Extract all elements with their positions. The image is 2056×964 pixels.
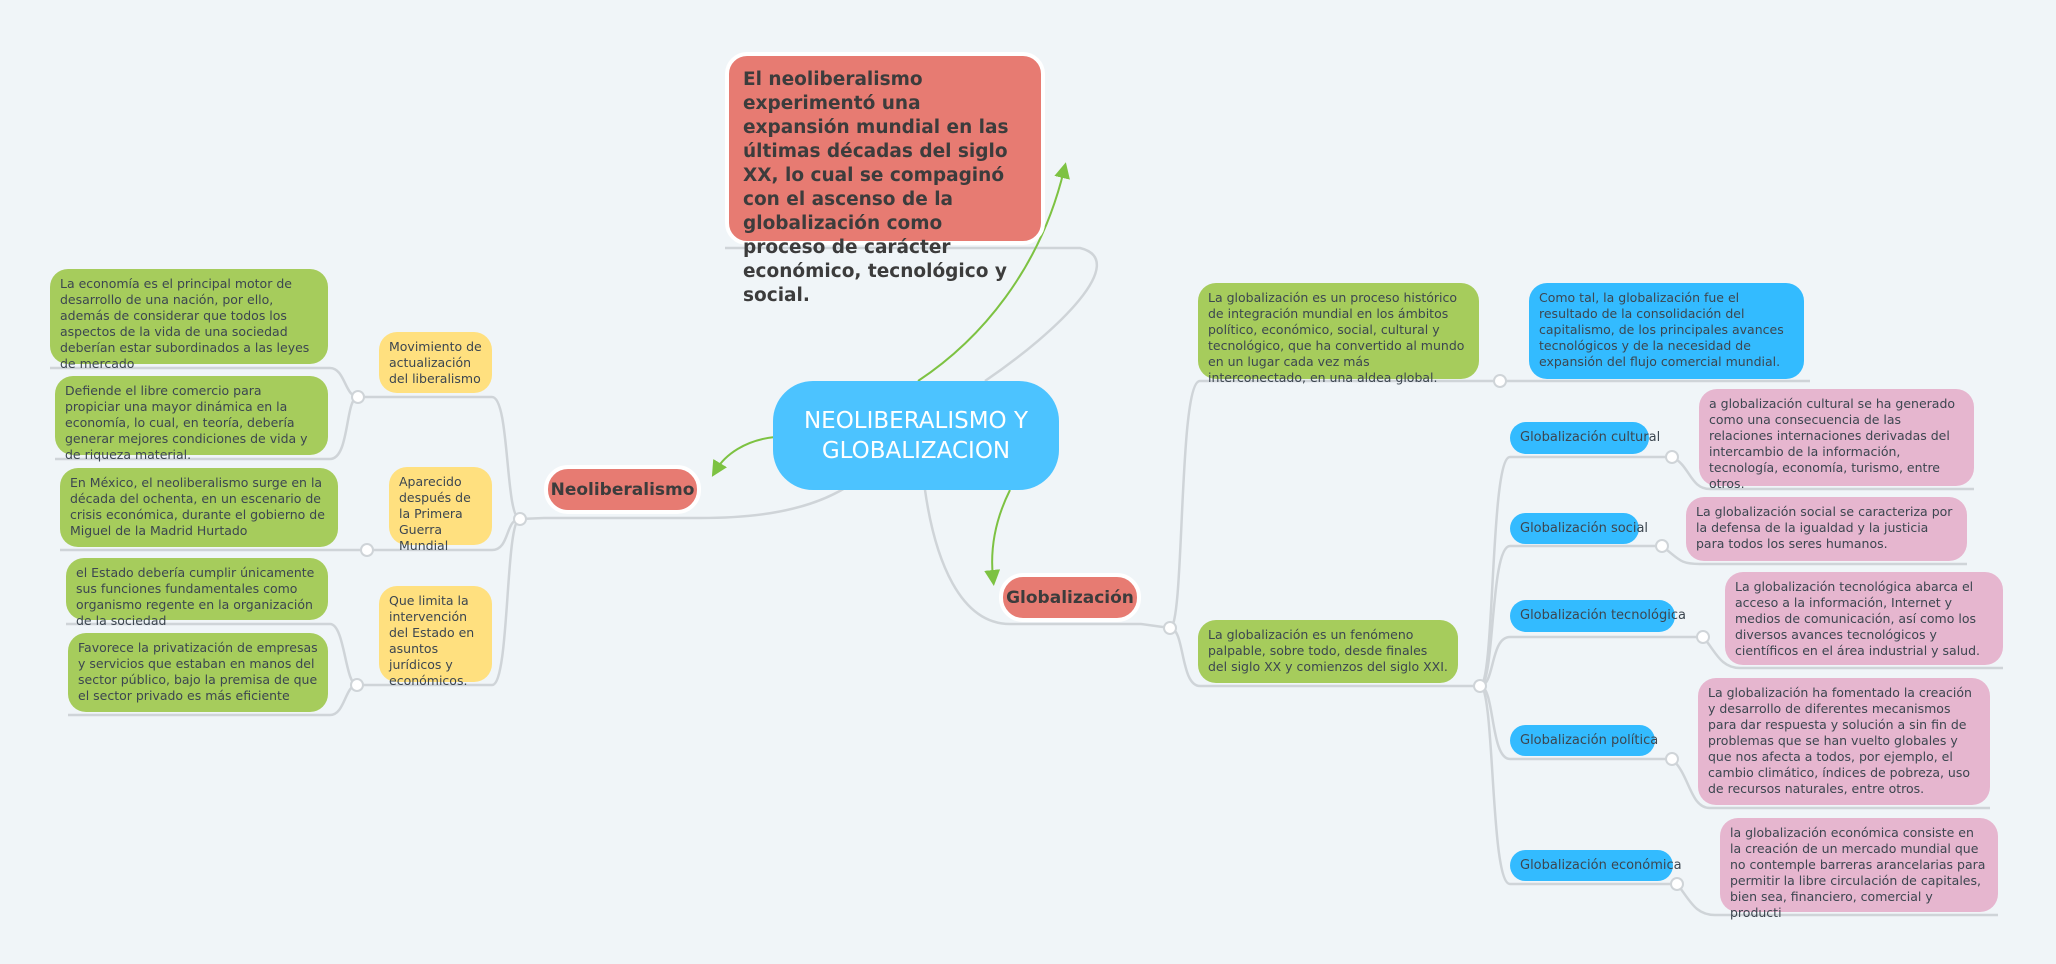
glob-type-detail[interactable]: La globalización social se caracteriza p… (1686, 497, 1967, 561)
junction-circles (350, 374, 1710, 891)
arrows (711, 162, 1070, 586)
neolib-branch[interactable]: Aparecido después de la Primera Guerra M… (389, 467, 492, 553)
glob-type-tecnologica[interactable]: Globalización tecnológica (1510, 600, 1686, 632)
neolib-branch[interactable]: Movimiento de actualización del liberali… (379, 332, 492, 393)
glob-type-politica[interactable]: Globalización política (1510, 725, 1658, 756)
glob-type-social[interactable]: Globalización social (1510, 513, 1648, 544)
glob-result[interactable]: Como tal, la globalización fue el result… (1529, 283, 1804, 379)
glob-type-detail[interactable]: a globalización cultural se ha generado … (1699, 389, 1974, 491)
glob-type-economica[interactable]: Globalización económica (1510, 850, 1682, 881)
top-note[interactable]: El neoliberalismo experimentó una expans… (725, 52, 1045, 306)
glob-type-detail[interactable]: La globalización tecnológica abarca el a… (1725, 572, 2003, 665)
neolib-branch[interactable]: Que limita la intervención del Estado en… (379, 586, 492, 688)
glob-definition[interactable]: La globalización es un proceso histórico… (1198, 283, 1479, 385)
topic-globalizacion[interactable]: Globalización (999, 573, 1141, 622)
glob-type-detail[interactable]: La globalización ha fomentado la creació… (1698, 678, 1990, 805)
neolib-detail[interactable]: En México, el neoliberalismo surge en la… (60, 468, 338, 547)
glob-type-cultural[interactable]: Globalización cultural (1510, 422, 1660, 454)
neolib-detail[interactable]: Favorece la privatización de empresas y … (68, 633, 328, 712)
central-topic[interactable]: NEOLIBERALISMO Y GLOBALIZACION (773, 381, 1059, 490)
glob-type-detail[interactable]: la globalización económica consiste en l… (1720, 818, 1998, 920)
topic-neoliberalismo[interactable]: Neoliberalismo (544, 465, 701, 514)
neolib-detail[interactable]: La economía es el principal motor de des… (50, 269, 328, 371)
neolib-detail[interactable]: el Estado debería cumplir únicamente sus… (66, 558, 328, 628)
glob-phenomenon[interactable]: La globalización es un fenómeno palpable… (1198, 620, 1458, 683)
neolib-detail[interactable]: Defiende el libre comercio para propicia… (55, 376, 328, 462)
